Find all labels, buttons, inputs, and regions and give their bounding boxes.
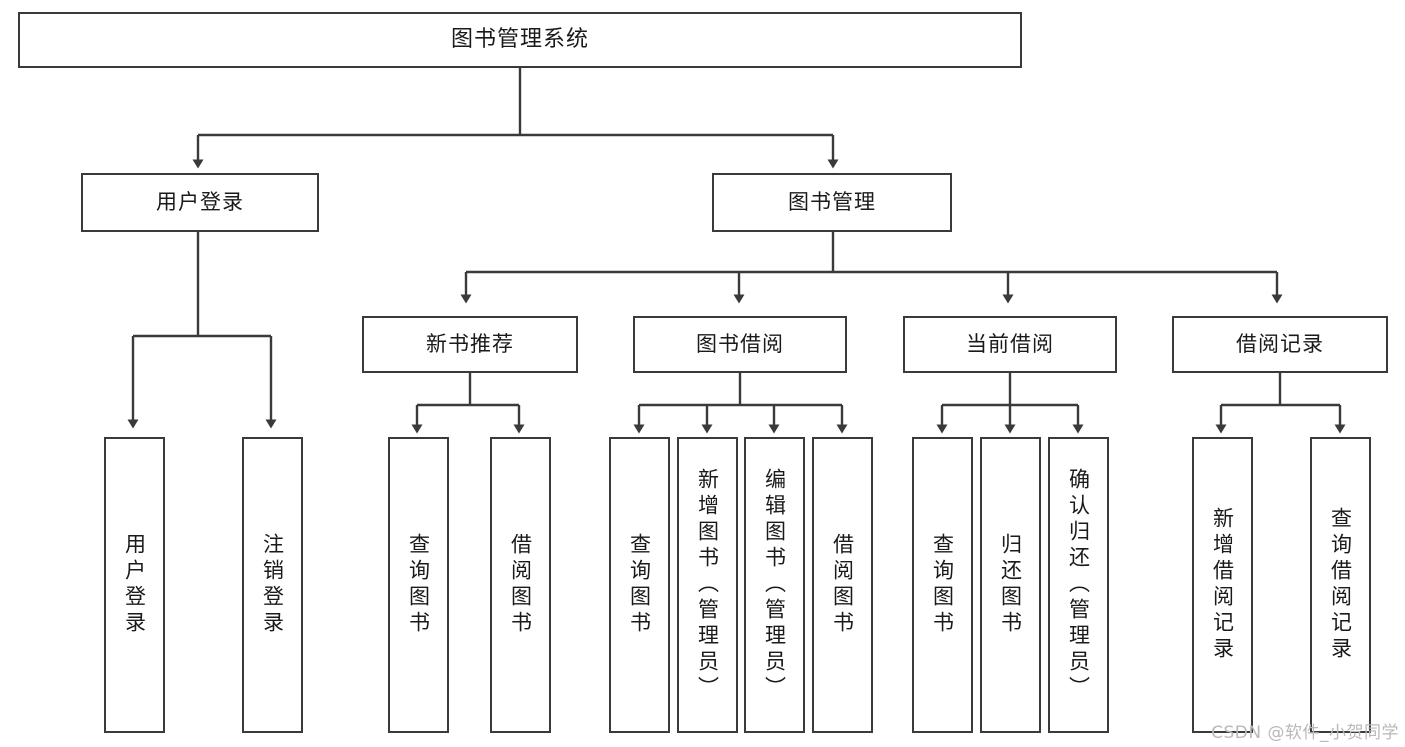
node-label: 用户登录	[122, 533, 147, 637]
node-book-management[interactable]: 图书管理	[712, 173, 952, 232]
leaf-edit-book-admin[interactable]: 编辑图书（管理员）	[744, 437, 805, 733]
node-label: 查询图书	[627, 533, 652, 637]
leaf-user-login[interactable]: 用户登录	[104, 437, 165, 733]
leaf-query-book-recommend[interactable]: 查询图书	[388, 437, 449, 733]
node-borrow-record[interactable]: 借阅记录	[1172, 316, 1388, 373]
leaf-borrow-book[interactable]: 借阅图书	[812, 437, 873, 733]
node-label: 用户登录	[156, 189, 244, 214]
node-label: 查询图书	[930, 533, 955, 637]
node-label: 新增借阅记录	[1210, 507, 1235, 663]
node-label: 新增图书（管理员）	[695, 468, 720, 702]
node-label: 当前借阅	[966, 331, 1054, 356]
node-label: 查询借阅记录	[1328, 507, 1353, 663]
node-label: 查询图书	[406, 533, 431, 637]
node-current-borrow[interactable]: 当前借阅	[903, 316, 1117, 373]
leaf-add-book-admin[interactable]: 新增图书（管理员）	[677, 437, 738, 733]
node-label: 图书管理	[788, 189, 876, 214]
leaf-user-logout[interactable]: 注销登录	[242, 437, 303, 733]
leaf-add-borrow-record[interactable]: 新增借阅记录	[1192, 437, 1253, 733]
leaf-query-book-current[interactable]: 查询图书	[912, 437, 973, 733]
node-label: 新书推荐	[426, 331, 514, 356]
leaf-confirm-return-admin[interactable]: 确认归还（管理员）	[1048, 437, 1109, 733]
watermark-text: CSDN @软件_小贺同学	[1211, 723, 1399, 743]
node-root-system[interactable]: 图书管理系统	[18, 12, 1022, 68]
node-label: 编辑图书（管理员）	[762, 468, 787, 702]
node-label: 借阅图书	[508, 533, 533, 637]
node-new-book-recommend[interactable]: 新书推荐	[362, 316, 578, 373]
node-label: 借阅记录	[1236, 331, 1324, 356]
node-label: 图书管理系统	[450, 26, 589, 52]
leaf-borrow-book-recommend[interactable]: 借阅图书	[490, 437, 551, 733]
node-label: 确认归还（管理员）	[1066, 468, 1091, 702]
node-label: 注销登录	[260, 533, 285, 637]
node-user-login[interactable]: 用户登录	[81, 173, 319, 232]
node-label: 借阅图书	[830, 533, 855, 637]
leaf-query-book-borrow[interactable]: 查询图书	[609, 437, 670, 733]
leaf-return-book[interactable]: 归还图书	[980, 437, 1041, 733]
node-book-borrow[interactable]: 图书借阅	[633, 316, 847, 373]
node-label: 归还图书	[998, 533, 1023, 637]
leaf-query-borrow-record[interactable]: 查询借阅记录	[1310, 437, 1371, 733]
node-label: 图书借阅	[696, 331, 784, 356]
